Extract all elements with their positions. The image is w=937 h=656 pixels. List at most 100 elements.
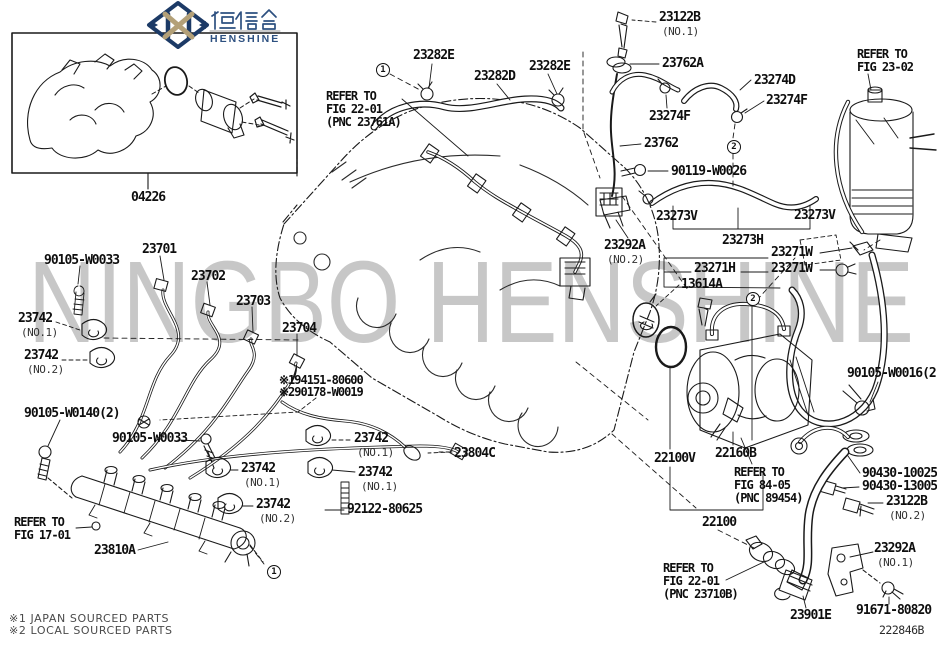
part-number: 23292A [874, 541, 916, 556]
part-number-suffix: (NO.1) [357, 446, 394, 459]
marker-circle-1-rail: 1 [267, 565, 281, 579]
callout-23292a-no1: 23292A (NO.1) [874, 541, 916, 569]
callout-23742-no1-b: 23742 (NO.1) [354, 432, 394, 459]
callout-23742-no2-b: 23742 (NO.2) [256, 498, 296, 525]
callout-23271w-1: 23271W [771, 245, 813, 260]
callout-23901e: 23901E [790, 608, 832, 623]
callout-23273h: 23273H [722, 233, 764, 248]
part-number: 23742 [241, 461, 276, 476]
callout-22160b: 22160B [715, 446, 757, 461]
return-line-sketch [774, 384, 904, 601]
callout-23122b-no1: 23122B (NO.1) [659, 10, 701, 38]
callout-23762: 23762 [644, 136, 679, 151]
sheet-code: 222846B [879, 623, 924, 637]
callout-23273v-right: 23273V [794, 208, 836, 223]
part-number: 23292A [604, 238, 646, 253]
ref-line: REFER TO [857, 47, 908, 61]
callout-90430-10025: 90430-10025 [862, 466, 937, 481]
injector-22100-sketch [745, 535, 809, 591]
callout-23742-no1-c: 23742 (NO.1) [358, 466, 398, 493]
callout-23703: 23703 [236, 294, 271, 309]
callout-23271h: 23271H [694, 261, 736, 276]
part-number: 23742 [358, 465, 393, 480]
construction-lines [103, 51, 881, 565]
ref-line: FIG 17-01 [14, 528, 71, 542]
callout-23122b-no2: 23122B (NO.2) [886, 494, 928, 522]
callout-23810a: 23810A [94, 543, 136, 558]
part-number: 23742 [256, 497, 291, 512]
callout-91671-80820: 91671-80820 [856, 603, 932, 618]
engine-block-sketch [275, 98, 660, 453]
injection-pump-sketch [632, 293, 815, 449]
callout-23742-no1-d: 23742 (NO.1) [241, 462, 281, 489]
part-number-suffix: (NO.2) [607, 253, 644, 266]
callout-23292a-no2: 23292A (NO.2) [604, 238, 646, 266]
vsv-23762-sketch [595, 11, 681, 229]
ref-line: FIG 22-01 [663, 574, 720, 588]
part-number-suffix: (NO.2) [259, 512, 296, 525]
callout-90105-w0016: 90105-W0016(2) [847, 366, 937, 381]
callout-90430-13005: 90430-13005 [862, 479, 937, 494]
ref-line: REFER TO [663, 561, 714, 575]
callout-23274f-right: 23274F [766, 93, 808, 108]
ref-line: FIG 84-05 [734, 478, 791, 492]
fuel-filter-sketch [833, 86, 937, 253]
callout-refer-fig22-01-a: REFER TO FIG 22-01 (PNC 23761A) [326, 89, 402, 129]
callout-23702: 23702 [191, 269, 226, 284]
ref-line: REFER TO [734, 465, 785, 479]
part-number-suffix: (NO.1) [244, 476, 281, 489]
callout-23804c: 23804C [454, 446, 496, 461]
hose-23282d-sketch [370, 81, 565, 131]
hose-23271-sketch [786, 234, 888, 428]
callout-23742-no1-a: 23742 (NO.1) [18, 312, 58, 339]
leader-lines [47, 19, 890, 609]
fuel-rail-sketch [37, 433, 264, 567]
callout-90178-w0019: ※290178-W0019 [279, 385, 364, 399]
part-number-suffix: (NO.2) [27, 363, 64, 376]
callout-94151-80600: ※194151-80600 [279, 373, 364, 387]
marker-circle-2-top: 2 [727, 140, 741, 154]
ref-line: FIG 23-02 [857, 60, 914, 74]
callout-refer-fig23-02: REFER TO FIG 23-02 [857, 47, 914, 74]
callout-23271w-2: 23271W [771, 261, 813, 276]
part-number-suffix: (NO.1) [361, 480, 398, 493]
engine-block-details [293, 154, 589, 448]
part-number: 23122B [886, 494, 928, 509]
callout-90105-w0140: 90105-W0140(2) [24, 406, 121, 421]
hose-23274d-sketch [681, 82, 748, 124]
part-number-suffix: (NO.2) [889, 509, 926, 522]
part-number: 23742 [24, 348, 59, 363]
callout-90105-w0033-b: 90105-W0033 [112, 431, 188, 446]
part-number: 23122B [659, 10, 701, 25]
brand-logo-mark [147, 1, 281, 49]
callout-refer-fig17-01: REFER TO FIG 17-01 [14, 515, 71, 542]
callout-refer-fig22-01-b: REFER TO FIG 22-01 (PNC 23710B) [663, 561, 739, 601]
callout-23274f-left: 23274F [649, 109, 691, 124]
ref-line: REFER TO [14, 515, 65, 529]
callout-23273v-left: 23273V [656, 209, 698, 224]
callout-90119-w0026: 90119-W0026 [671, 164, 747, 179]
part-number-suffix: (NO.1) [877, 556, 914, 569]
part-number-suffix: (NO.1) [21, 326, 58, 339]
head-pipe-sketch [419, 143, 591, 301]
part-number: 23742 [18, 311, 53, 326]
part-number: 23742 [354, 431, 389, 446]
ref-line: FIG 22-01 [326, 102, 383, 116]
ref-line: REFER TO [326, 89, 377, 103]
callout-23742-no2-a: 23742 (NO.2) [24, 349, 64, 376]
footnote-local-sourced: ※2 LOCAL SOURCED PARTS [9, 624, 173, 637]
marker-circle-1-top: 1 [376, 63, 390, 77]
ref-line: (PNC 23761A) [326, 115, 402, 129]
callout-22100: 22100 [702, 515, 737, 530]
logo-latin-text: HENSHINE [210, 33, 281, 45]
callout-23282d: 23282D [474, 69, 516, 84]
marker-circle-2-pump: 2 [746, 292, 760, 306]
callout-23282e-2: 23282E [529, 59, 571, 74]
ref-line: (PNC 89454) [734, 491, 803, 505]
callout-23282e-1: 23282E [413, 48, 455, 63]
callout-90105-w0033-a: 90105-W0033 [44, 253, 120, 268]
callout-23704: 23704 [282, 321, 317, 336]
inset-box [11, 32, 298, 190]
